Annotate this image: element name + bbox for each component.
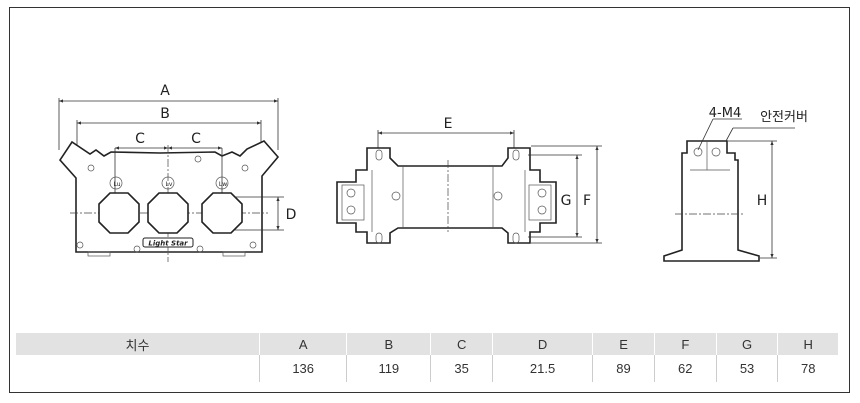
dimension-d-label: D <box>286 207 297 223</box>
terminal-holes <box>98 192 243 234</box>
screw-note: 4-M4 <box>709 106 741 121</box>
dimension-table: 치수 A B C D E F G H 136 119 35 21.5 89 62… <box>16 333 838 382</box>
terminal-label-w: Lw <box>219 181 227 188</box>
column-header: B <box>346 333 431 355</box>
end-body-outline <box>663 140 760 262</box>
terminal-hole-v <box>147 192 189 234</box>
dimension-f-label: F <box>583 193 591 209</box>
terminal-label-v: Lv <box>166 181 173 188</box>
column-header: A <box>258 333 347 355</box>
logo-badge <box>142 237 194 248</box>
column-header: H <box>777 333 838 355</box>
dimension-e-label: E <box>444 116 453 132</box>
side-view: E G F <box>336 116 602 244</box>
frame-border <box>9 7 850 393</box>
dimension-b-label: B <box>160 106 170 122</box>
end-view: 4-M4 안전커버 H <box>663 106 808 262</box>
table-cell: 21.5 <box>492 355 593 382</box>
table-cell: 78 <box>777 355 838 382</box>
column-header: G <box>715 333 778 355</box>
side-body-outline <box>336 147 557 244</box>
table-cell-empty <box>16 355 260 382</box>
front-view: A B C C Lu Lv Lw Light Star D <box>58 83 297 262</box>
table-cell: 136 <box>258 355 347 382</box>
table-row: 136 119 35 21.5 89 62 53 78 <box>16 355 838 382</box>
dimension-g-label: G <box>561 193 572 209</box>
dimension-c-label-right: C <box>191 131 201 147</box>
table-cell: 62 <box>653 355 717 382</box>
column-header: F <box>653 333 717 355</box>
dimension-c-label-left: C <box>135 131 145 147</box>
table-cell: 35 <box>430 355 493 382</box>
terminal-hole-w <box>201 192 243 234</box>
terminal-label-u: Lu <box>113 181 120 188</box>
dimension-h-label: H <box>757 193 768 209</box>
cover-note: 안전커버 <box>760 110 808 125</box>
logo-text: Light Star <box>148 240 188 248</box>
column-header: E <box>592 333 655 355</box>
table-cell: 89 <box>592 355 655 382</box>
table-header-row: 치수 A B C D E F G H <box>16 333 838 355</box>
dimension-a-label: A <box>160 83 170 99</box>
terminal-hole-u <box>98 192 140 234</box>
table-header-label: 치수 <box>16 333 260 355</box>
table-cell: 119 <box>346 355 431 382</box>
column-header: C <box>430 333 493 355</box>
column-header: D <box>492 333 593 355</box>
table-cell: 53 <box>715 355 778 382</box>
